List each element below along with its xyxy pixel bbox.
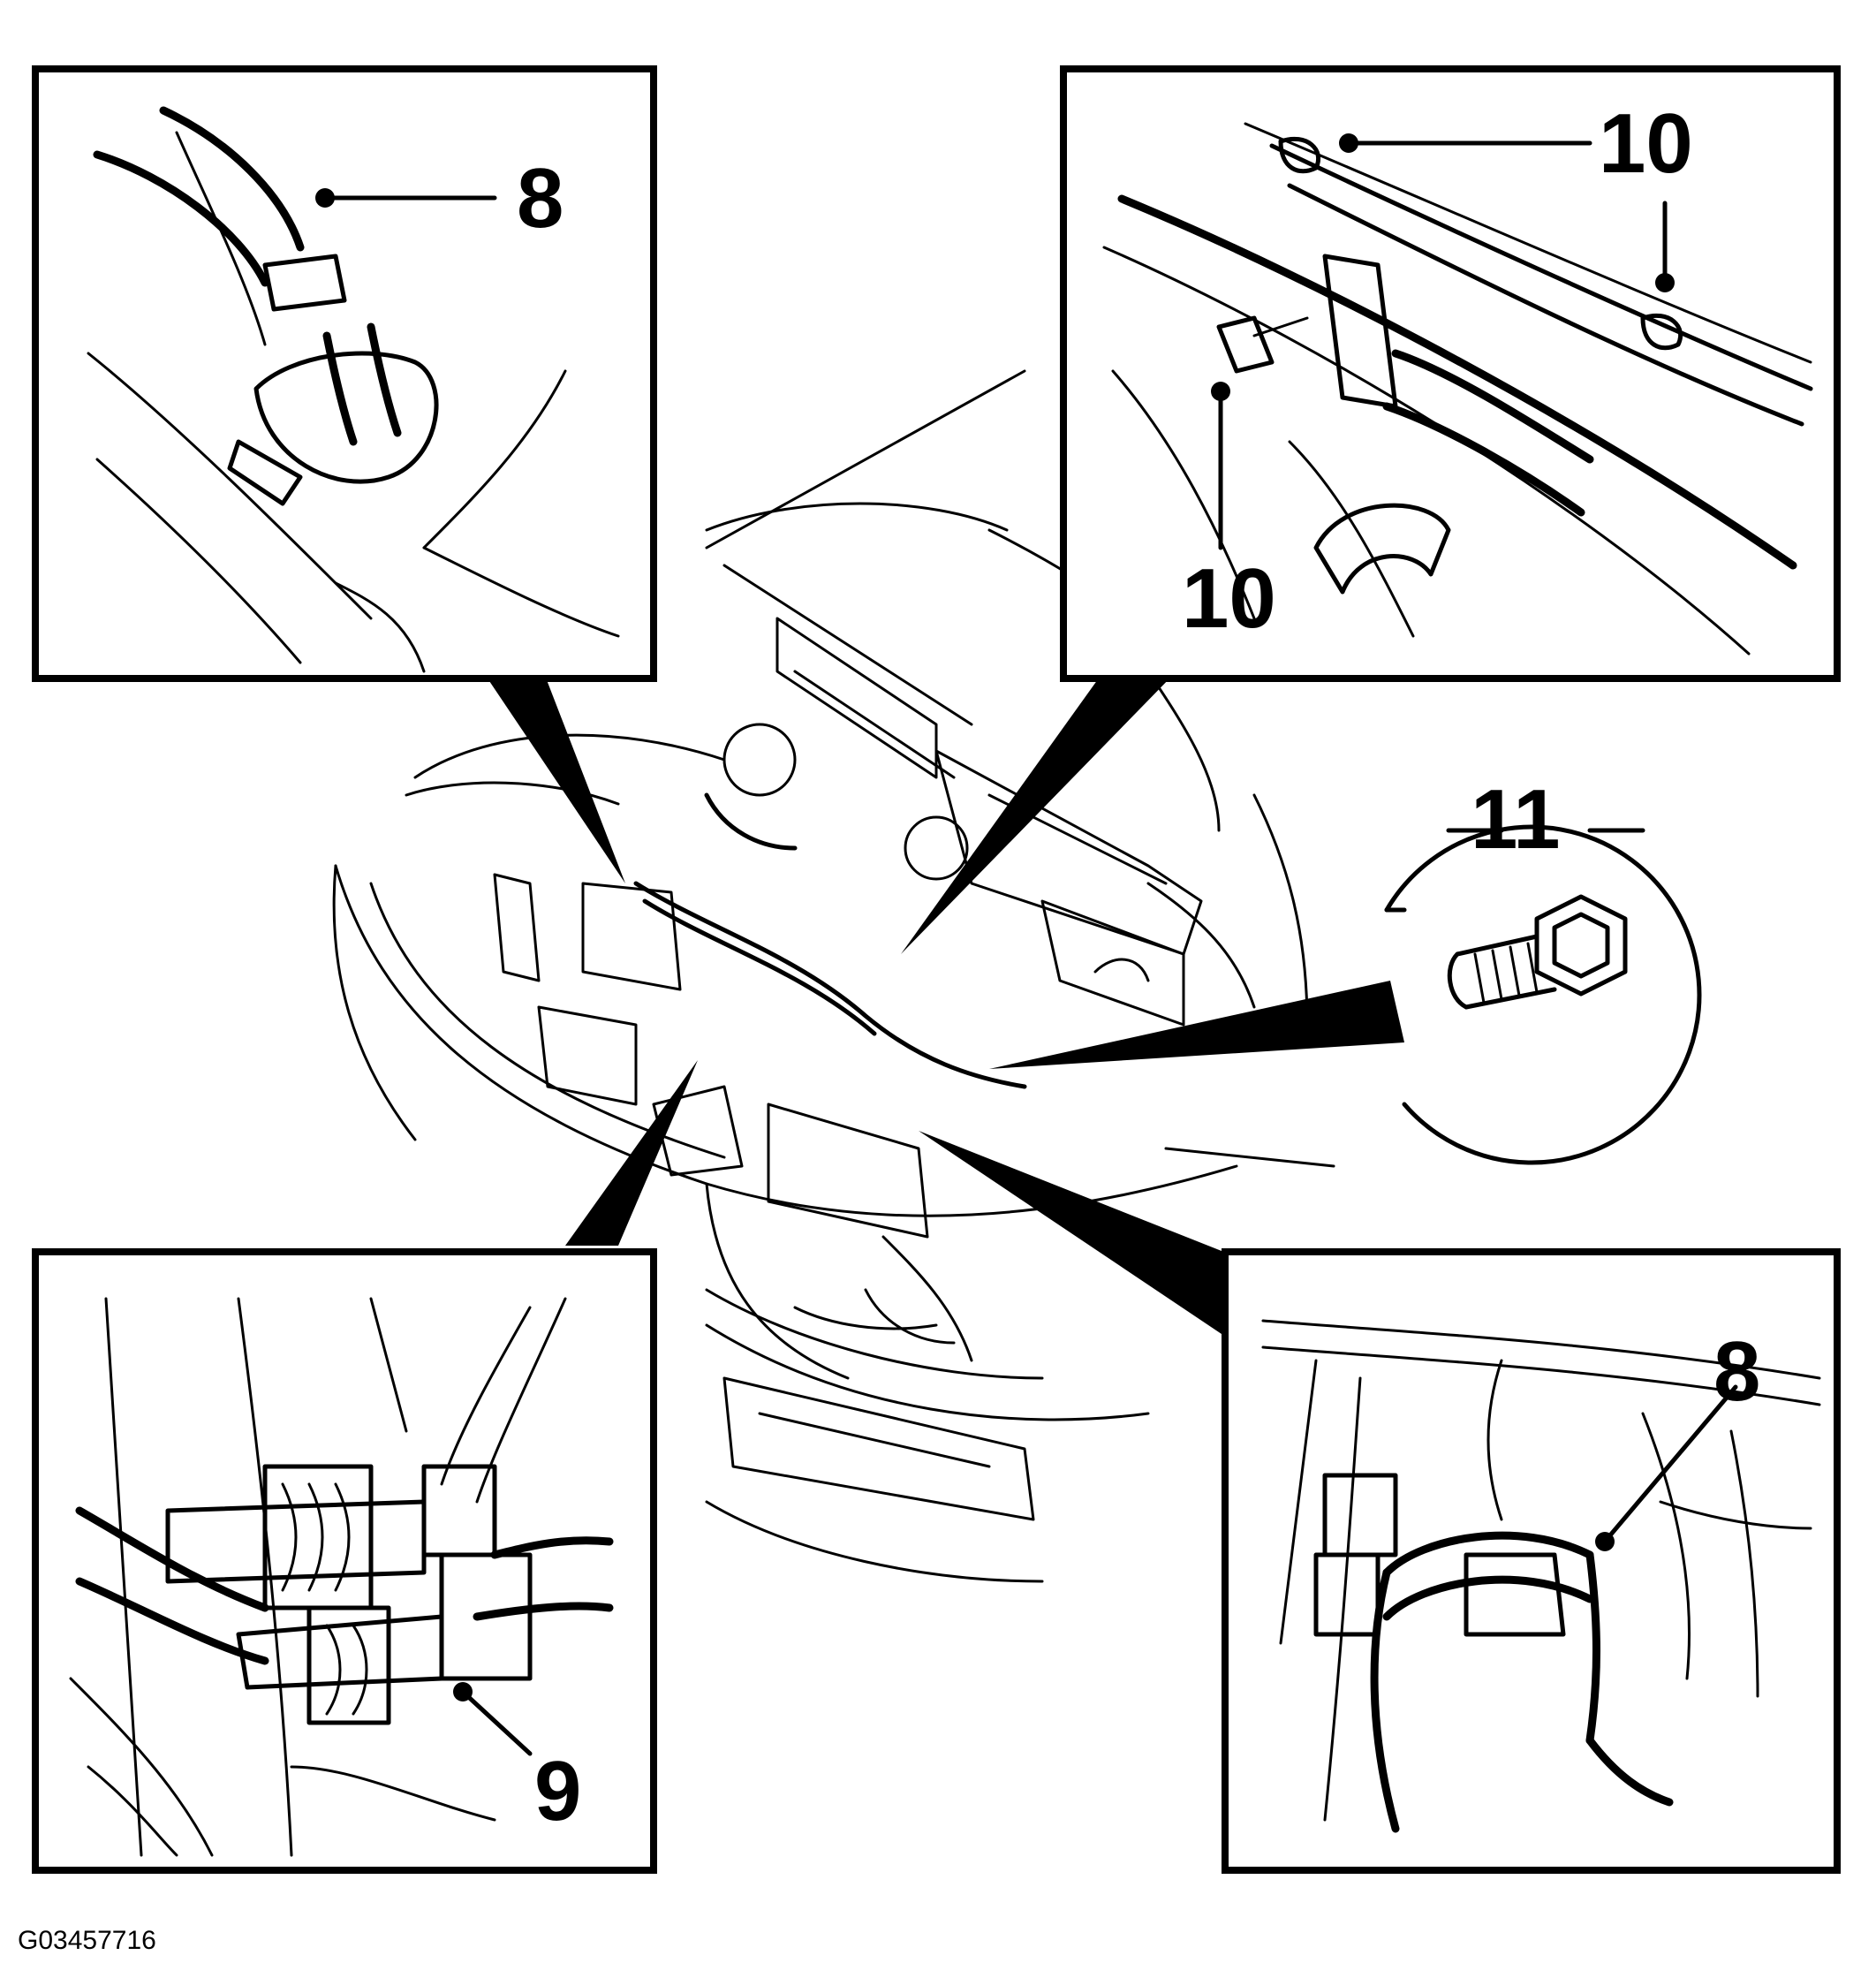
inset-bolt-detail: 11 bbox=[1384, 772, 1702, 1165]
inset-top-left: 8 bbox=[32, 65, 657, 682]
callout-8-bottom-right: 8 bbox=[1713, 1324, 1760, 1419]
inset-top-right: 10 10 bbox=[1060, 65, 1841, 682]
leader-wedges bbox=[484, 673, 1404, 1334]
callout-8-top-left: 8 bbox=[517, 151, 564, 246]
inset-bottom-right: 8 bbox=[1222, 1248, 1841, 1874]
inset-bottom-left: 9 bbox=[32, 1248, 657, 1874]
callout-10-upper: 10 bbox=[1599, 96, 1693, 191]
figure-id-label: G03457716 bbox=[18, 1926, 156, 1955]
callout-10-lower: 10 bbox=[1182, 551, 1276, 646]
callout-9: 9 bbox=[534, 1744, 581, 1838]
central-front-end-drawing bbox=[332, 369, 1335, 1583]
callout-11: 11 bbox=[1471, 772, 1560, 867]
